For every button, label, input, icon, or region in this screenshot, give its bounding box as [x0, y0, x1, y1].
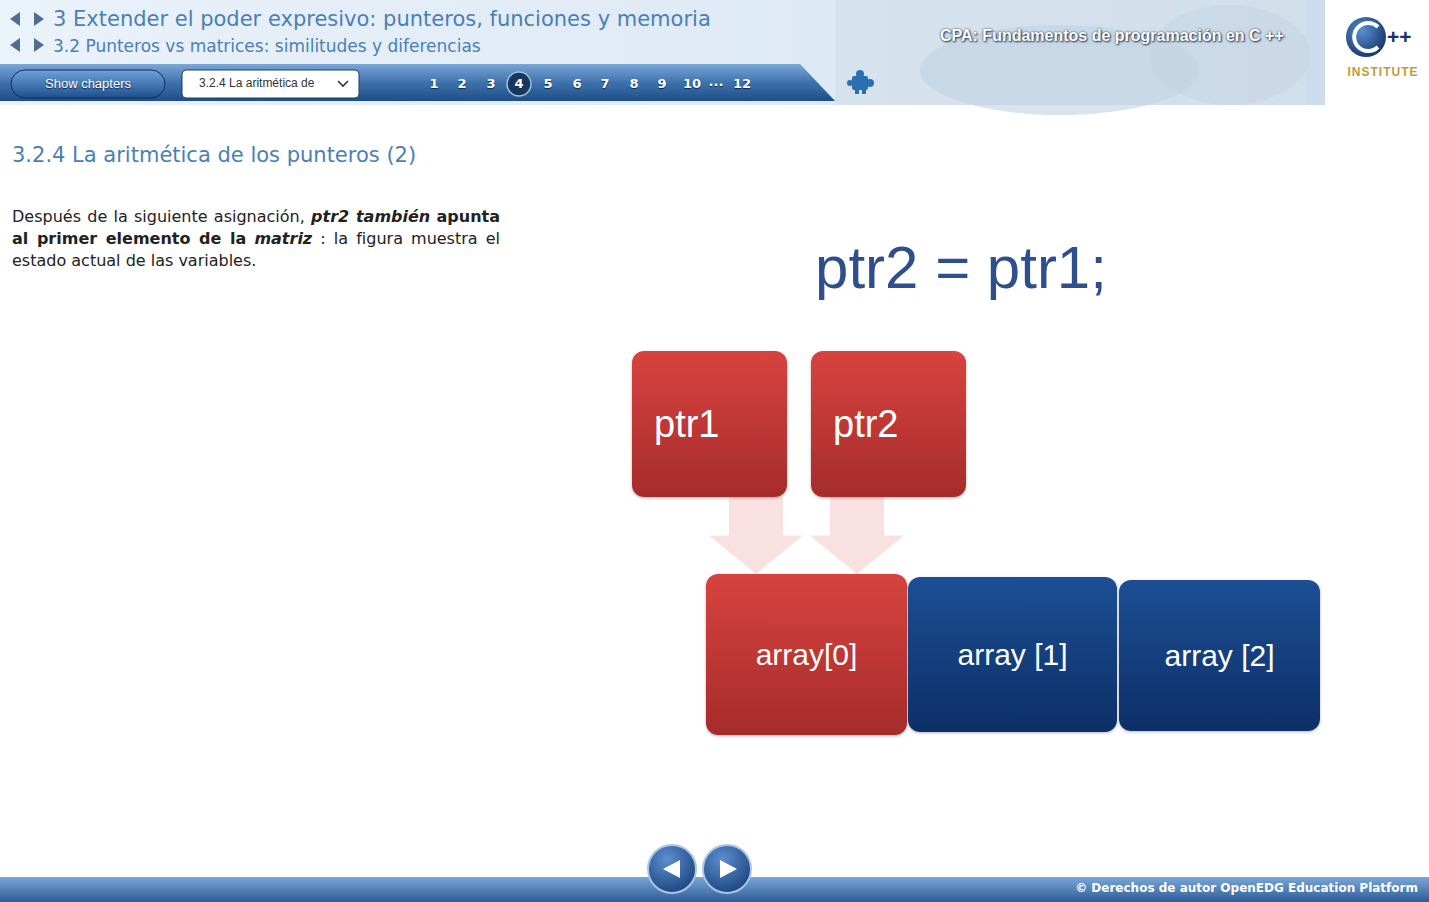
intro-paragraph: Después de la siguiente asignación, ptr2… [12, 206, 500, 272]
course-title: CPA: Fundamentos de programación en C ++ [940, 26, 1284, 45]
previous-triangle [663, 860, 680, 878]
array-element-box: array [1] [908, 577, 1117, 732]
page-number: 9 [657, 76, 666, 92]
page-number: 3 [486, 76, 495, 92]
copyright-notice: © Derechos de autor OpenEDG Education Pl… [1075, 881, 1418, 895]
code-statement: ptr2 = ptr1; [815, 232, 1107, 304]
page-number: 6 [572, 76, 581, 92]
logo-ground [1325, 0, 1429, 105]
page-number: 7 [600, 76, 609, 92]
current-page-marker [507, 72, 531, 96]
page-number: 1 [429, 76, 438, 92]
previous-button [648, 845, 696, 893]
page-number: 2 [457, 76, 466, 92]
page-number: 5 [543, 76, 552, 92]
chapter-title: 3 Extender el poder expresivo: punteros,… [53, 7, 711, 32]
page-number: ... [709, 74, 724, 90]
next-button [703, 845, 751, 893]
dropdown-chevron [338, 81, 348, 86]
pointer-box: ptr1 [632, 351, 787, 497]
page-number: 8 [629, 76, 638, 92]
show-chapters-button [11, 70, 165, 98]
section-arrow-left [10, 38, 20, 52]
logo-text: INSTITUTE [1348, 65, 1419, 79]
section-dropdown [182, 70, 359, 98]
chapter-arrow-left [10, 12, 20, 26]
block-arrow [810, 497, 904, 574]
node-label: ptr2 [833, 403, 898, 446]
logo-globe [1346, 17, 1386, 57]
dropdown-value: 3.2.4 La aritmética de [199, 76, 314, 90]
node-label: array [2] [1164, 639, 1274, 673]
pointer-box: ptr2 [811, 351, 966, 497]
logo-c-shape [1354, 23, 1378, 51]
node-label: array [1] [957, 638, 1067, 672]
section-title: 3.2 Punteros vs matrices: similitudes y … [53, 36, 481, 56]
next-triangle [720, 860, 737, 878]
nav-band [0, 64, 835, 101]
chapter-arrow-right [34, 12, 44, 26]
section-heading: 3.2.4 La aritmética de los punteros (2) [12, 143, 416, 167]
section-arrow-right [34, 38, 44, 52]
page-number: 10 [683, 76, 701, 92]
paragraph-text: ptr2 también [311, 207, 430, 226]
block-arrow [709, 497, 803, 574]
array-element-box: array [2] [1119, 580, 1320, 731]
node-label: array[0] [756, 638, 858, 672]
page-number: 12 [733, 76, 751, 92]
node-label: ptr1 [654, 403, 719, 446]
paragraph-text: Después de la siguiente asignación, [12, 207, 305, 226]
header-ground [0, 0, 1429, 105]
puzzle-icon [847, 70, 874, 94]
button-label: Show chapters [45, 76, 131, 92]
array-element-box: array[0] [706, 574, 907, 735]
header-photo-shape [1150, 5, 1310, 105]
page-number: 4 [514, 76, 523, 92]
paragraph-text: matriz [254, 229, 312, 248]
logo-text: ++ [1387, 24, 1412, 49]
